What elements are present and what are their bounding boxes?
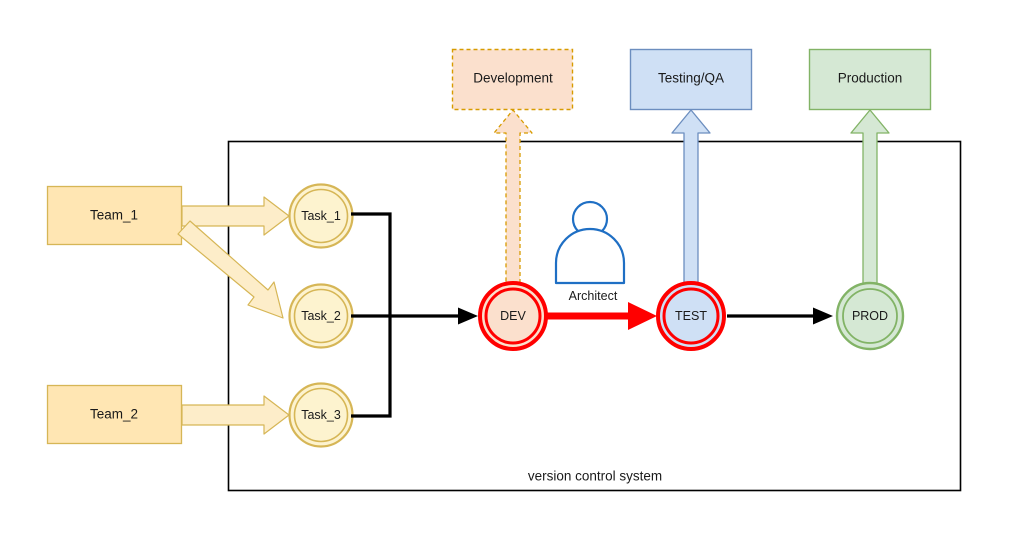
arrow-dev-to-development <box>493 109 533 291</box>
flow-tasks-to-dev-arrowhead <box>458 307 478 325</box>
dev-inner-circle[interactable] <box>484 287 542 345</box>
merge-line-task1 <box>351 212 392 316</box>
merge-line-task3 <box>351 316 392 418</box>
task-2-inner-circle[interactable] <box>293 288 349 344</box>
prod-inner-circle[interactable] <box>842 288 898 344</box>
team-2-box[interactable] <box>46 384 183 445</box>
team-1-box[interactable] <box>46 185 183 246</box>
testing-qa-box[interactable] <box>629 48 753 111</box>
version-control-system-container <box>227 140 962 492</box>
arrow-prod-to-production <box>850 109 890 291</box>
arrow-test-to-testing-qa <box>671 109 711 291</box>
flow-test-to-prod-arrowhead <box>813 307 833 325</box>
test-inner-circle[interactable] <box>662 287 720 345</box>
architect-body-icon <box>554 227 626 285</box>
task-3-inner-circle[interactable] <box>293 387 349 443</box>
arrow-team2-to-task3 <box>181 395 290 435</box>
task-1-inner-circle[interactable] <box>293 188 349 244</box>
arrow-team1-to-task2 <box>177 220 284 319</box>
production-box[interactable] <box>808 48 932 111</box>
flow-dev-to-test-arrowhead <box>628 302 657 330</box>
development-box[interactable] <box>451 48 574 111</box>
